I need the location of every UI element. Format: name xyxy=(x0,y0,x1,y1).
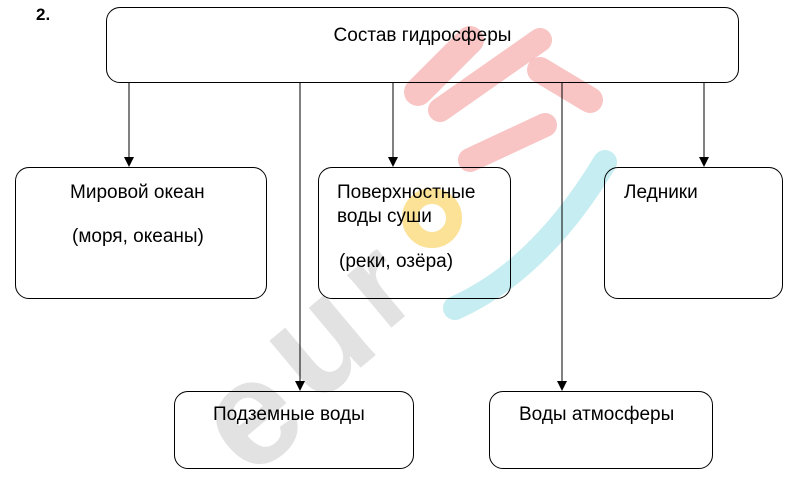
box-groundwater-label: Подземные воды xyxy=(213,404,365,425)
box-atmospheric-water-label: Воды атмосферы xyxy=(519,404,675,425)
task-number: 2. xyxy=(36,5,51,24)
box-atmospheric-water: Воды атмосферы xyxy=(489,391,713,469)
root-box-hydrosphere: Состав гидросферы xyxy=(106,7,739,83)
box-glaciers-label: Ледники xyxy=(624,182,698,203)
box-world-ocean-label: Мировой океан xyxy=(70,182,205,203)
box-glaciers: Ледники xyxy=(604,167,783,299)
root-title: Состав гидросферы xyxy=(333,25,512,46)
box-surface-waters-note: (реки, озёра) xyxy=(339,251,454,272)
box-world-ocean-note: (моря, океаны) xyxy=(72,226,204,247)
box-surface-waters: Поверхностные воды суши (реки, озёра) xyxy=(318,167,511,299)
box-world-ocean: Мировой океан (моря, океаны) xyxy=(15,167,267,299)
box-surface-waters-label: Поверхностные воды суши xyxy=(337,182,476,227)
box-groundwater: Подземные воды xyxy=(174,391,414,469)
